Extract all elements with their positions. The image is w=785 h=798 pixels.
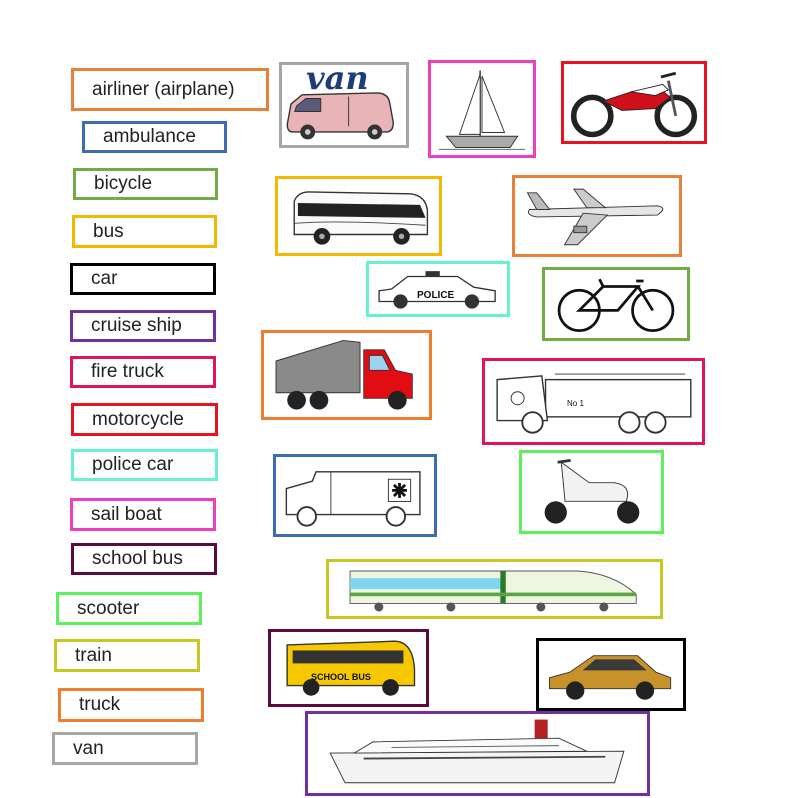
picture-fire-truck[interactable]: No 1	[482, 358, 705, 445]
label-van[interactable]: van	[52, 732, 198, 765]
label-text: scooter	[77, 597, 140, 619]
label-scooter[interactable]: scooter	[56, 592, 202, 625]
label-text: police car	[92, 454, 174, 475]
ambulance-icon	[285, 471, 421, 527]
label-motorcycle[interactable]: motorcycle	[71, 403, 218, 436]
label-text: truck	[79, 694, 121, 715]
label-text: fire truck	[91, 361, 164, 382]
car-icon	[549, 655, 672, 700]
picture-airliner[interactable]	[512, 175, 682, 257]
airliner-icon	[526, 188, 664, 246]
label-police-car[interactable]: police car	[71, 449, 218, 481]
police-car-icon	[378, 271, 496, 309]
label-sail-boat[interactable]: sail boat	[70, 498, 216, 531]
van-icon	[286, 92, 395, 140]
label-text: sail boat	[91, 503, 162, 525]
label-bus[interactable]: bus	[72, 215, 217, 248]
picture-motorcycle[interactable]	[561, 61, 707, 144]
picture-car[interactable]	[536, 638, 686, 711]
label-truck[interactable]: truck	[58, 688, 204, 722]
truck-icon	[275, 339, 413, 410]
motorcycle-icon	[570, 71, 698, 138]
label-text: van	[73, 737, 104, 759]
label-text: train	[75, 644, 112, 666]
label-school-bus[interactable]: school bus	[71, 543, 217, 575]
picture-sailboat[interactable]	[428, 60, 536, 158]
bicycle-icon	[557, 278, 675, 333]
train-icon	[349, 570, 637, 612]
label-bicycle[interactable]: bicycle	[73, 168, 218, 200]
cruise-ship-icon	[329, 719, 625, 784]
picture-van[interactable]: van	[279, 62, 409, 148]
label-text: cruise ship	[91, 315, 182, 336]
label-text: ambulance	[103, 126, 196, 147]
scooter-icon	[544, 459, 640, 524]
label-cruise-ship[interactable]: cruise ship	[70, 310, 216, 342]
police-badge: POLICE	[417, 290, 455, 301]
sailboat-icon	[438, 70, 526, 150]
label-airliner[interactable]: airliner (airplane)	[71, 68, 269, 111]
picture-scooter[interactable]	[519, 450, 664, 534]
label-text: bus	[93, 220, 124, 242]
label-text: airliner (airplane)	[92, 78, 235, 100]
label-text: car	[91, 268, 118, 289]
picture-bus[interactable]	[275, 176, 442, 256]
label-text: bicycle	[94, 173, 153, 194]
picture-school-bus[interactable]: SCHOOL BUS	[268, 629, 429, 707]
label-car[interactable]: car	[70, 263, 216, 295]
label-text: school bus	[92, 548, 183, 569]
picture-bicycle[interactable]	[542, 267, 690, 341]
school-bus-icon	[286, 640, 416, 696]
label-train[interactable]: train	[54, 639, 200, 672]
picture-police-car[interactable]: POLICE	[366, 261, 510, 317]
fire-truck-badge: No 1	[567, 399, 584, 408]
van-caption: van	[306, 62, 369, 97]
picture-ambulance[interactable]	[273, 454, 437, 537]
bus-icon	[293, 191, 429, 245]
picture-train[interactable]	[326, 559, 663, 619]
label-text: motorcycle	[92, 408, 184, 430]
label-ambulance[interactable]: ambulance	[82, 121, 227, 153]
label-fire-truck[interactable]: fire truck	[70, 356, 216, 388]
fire-truck-icon	[496, 373, 692, 434]
picture-cruise-ship[interactable]	[305, 711, 650, 796]
picture-truck[interactable]	[261, 330, 432, 420]
school-bus-badge: SCHOOL BUS	[311, 672, 371, 682]
